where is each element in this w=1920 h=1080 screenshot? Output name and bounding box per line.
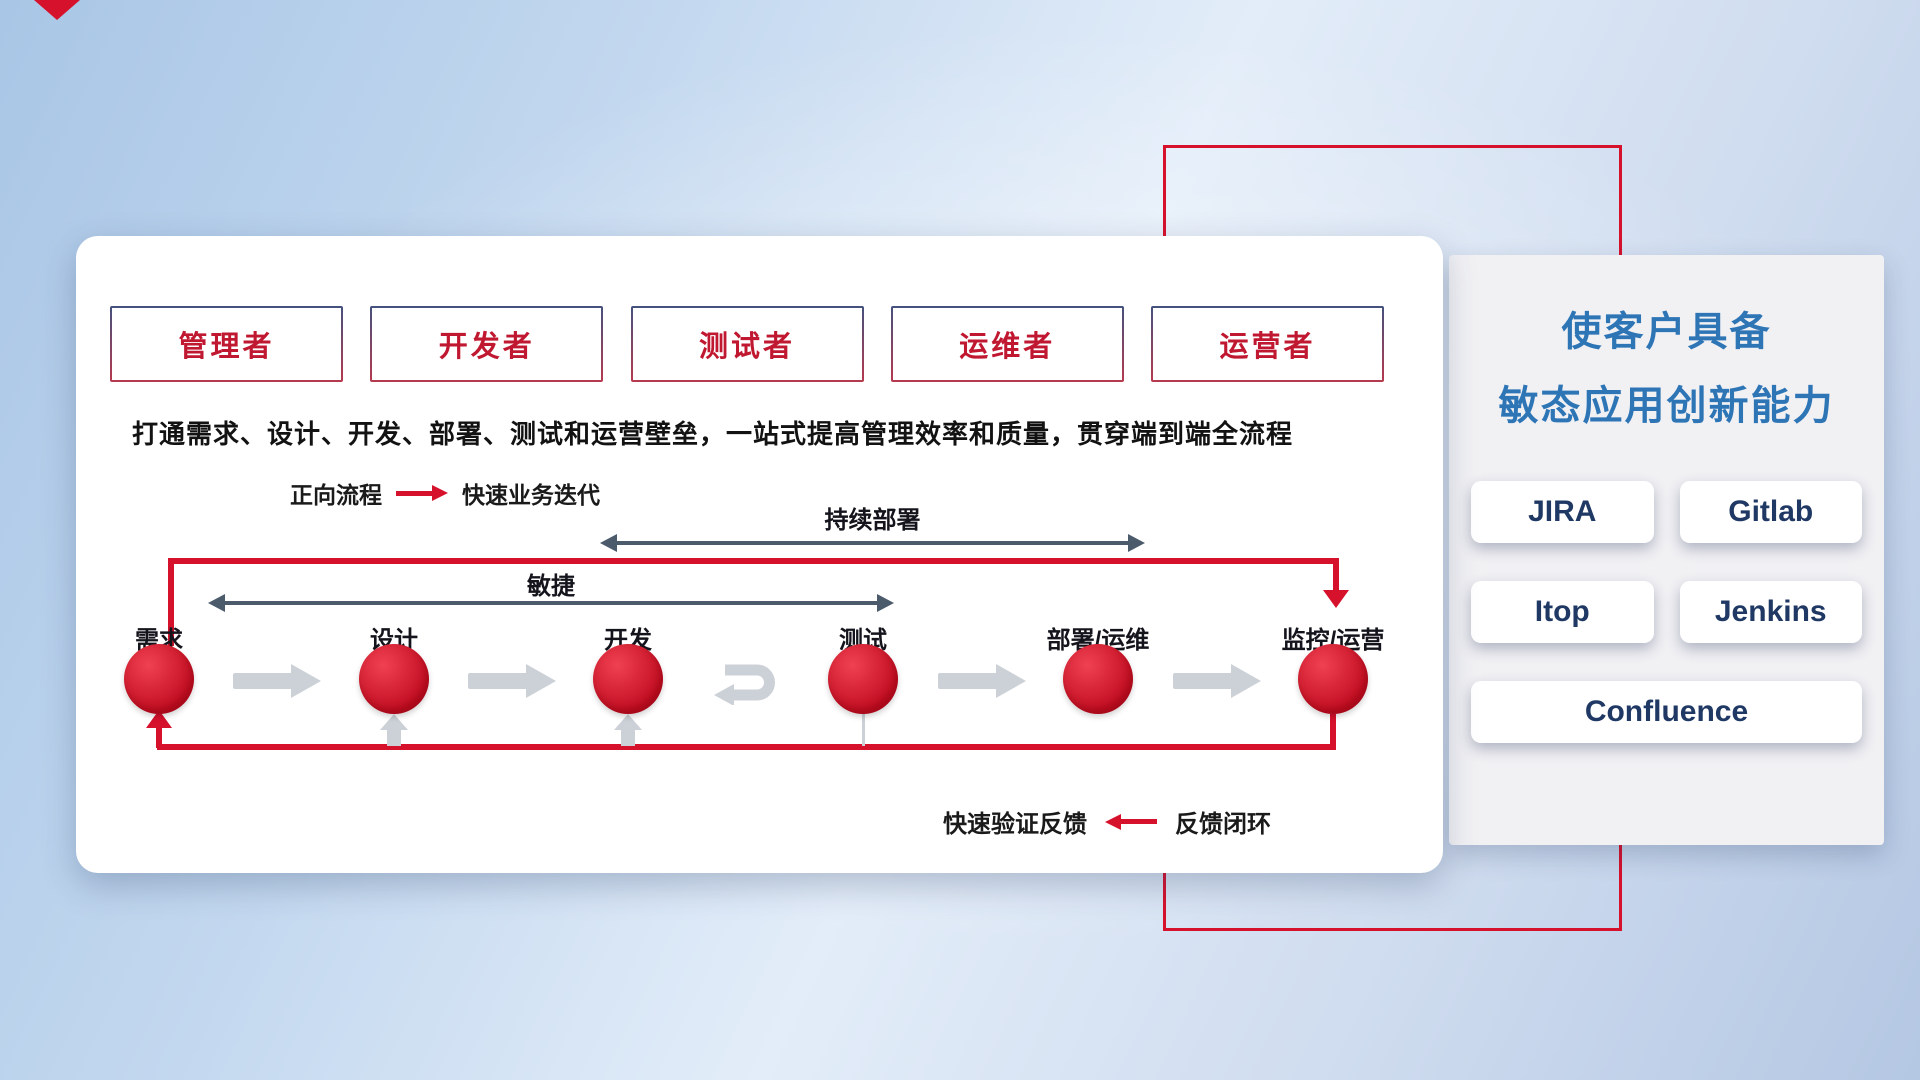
agile-label: 敏捷 — [527, 573, 575, 600]
roles-row: 管理者 开发者 测试者 运维者 运营者 — [110, 306, 1384, 382]
stage-connector-arrow-icon — [233, 664, 321, 698]
tools-grid: JIRA Gitlab Itop Jenkins Confluence — [1471, 481, 1862, 743]
forward-loop-down-arrow-icon — [1323, 590, 1349, 608]
logo-corner-mark — [34, 0, 80, 20]
forward-loop-right-line — [1333, 558, 1339, 592]
legend-feedback-description: 快速验证反馈 — [943, 811, 1087, 838]
capability-panel: 使客户具备 敏态应用创新能力 JIRA Gitlab Itop Jenkins … — [1449, 255, 1884, 845]
tool-card-confluence: Confluence — [1471, 681, 1862, 743]
capability-title-line1: 使客户具备 — [1561, 310, 1772, 354]
capability-title-line2: 敏态应用创新能力 — [1498, 384, 1835, 428]
legend-forward: 正向流程 快速业务迭代 — [290, 476, 600, 510]
stage-node — [359, 644, 429, 714]
feedback-up-arrow-icon — [614, 714, 642, 746]
stage-connector-arrow-icon — [468, 664, 556, 698]
legend-forward-description: 快速业务迭代 — [462, 482, 600, 508]
stage-node — [1063, 644, 1133, 714]
role-label: 运营者 — [1219, 331, 1316, 363]
feedback-loop-up-arrow-icon — [146, 710, 172, 728]
feedback-arrow-icon — [1105, 813, 1157, 830]
stage-node — [124, 644, 194, 714]
role-box-manager: 管理者 — [110, 306, 343, 382]
continuous-deploy-label: 持续部署 — [824, 507, 921, 534]
tool-card-itop: Itop — [1471, 581, 1654, 643]
feedback-loop-bottom-line — [157, 744, 1336, 750]
stage-node — [1298, 644, 1368, 714]
dev-test-cycle-arrow-icon — [714, 664, 775, 705]
feedback-loop-right-line — [1330, 714, 1336, 750]
stage-node — [828, 644, 898, 714]
devops-flow-panel: 管理者 开发者 测试者 运维者 运营者 打通需求、设计、开发、部署、测试和运营壁… — [76, 236, 1443, 873]
role-box-operator: 运营者 — [1151, 306, 1384, 382]
role-box-ops: 运维者 — [891, 306, 1124, 382]
forward-loop-top-line — [171, 558, 1339, 564]
forward-arrow-icon — [396, 485, 448, 501]
role-label: 测试者 — [698, 331, 795, 363]
legend-feedback-label: 反馈闭环 — [1175, 811, 1271, 838]
role-label: 开发者 — [438, 331, 535, 363]
stage-connector-arrow-icon — [1173, 664, 1261, 698]
role-box-developer: 开发者 — [370, 306, 603, 382]
legend-feedback: 快速验证反馈 反馈闭环 — [943, 804, 1271, 839]
test-feedback-connector — [862, 714, 865, 746]
role-box-tester: 测试者 — [631, 306, 864, 382]
feedback-loop-left-line — [156, 728, 162, 748]
stage-connector-arrow-icon — [938, 664, 1026, 698]
legend-forward-label: 正向流程 — [290, 482, 382, 508]
tool-card-gitlab: Gitlab — [1679, 481, 1862, 543]
role-label: 运维者 — [959, 331, 1056, 363]
tool-card-jenkins: Jenkins — [1679, 581, 1862, 643]
tool-card-jira: JIRA — [1471, 481, 1654, 543]
continuous-deploy-arrow-icon — [600, 534, 1145, 552]
role-label: 管理者 — [178, 331, 275, 363]
forward-loop-left-line — [168, 558, 174, 646]
stage-node — [593, 644, 663, 714]
panel-subtitle: 打通需求、设计、开发、部署、测试和运营壁垒，一站式提高管理效率和质量，贯穿端到端… — [132, 419, 1294, 449]
agile-arrow-icon — [208, 594, 894, 612]
feedback-up-arrow-icon — [380, 714, 408, 746]
